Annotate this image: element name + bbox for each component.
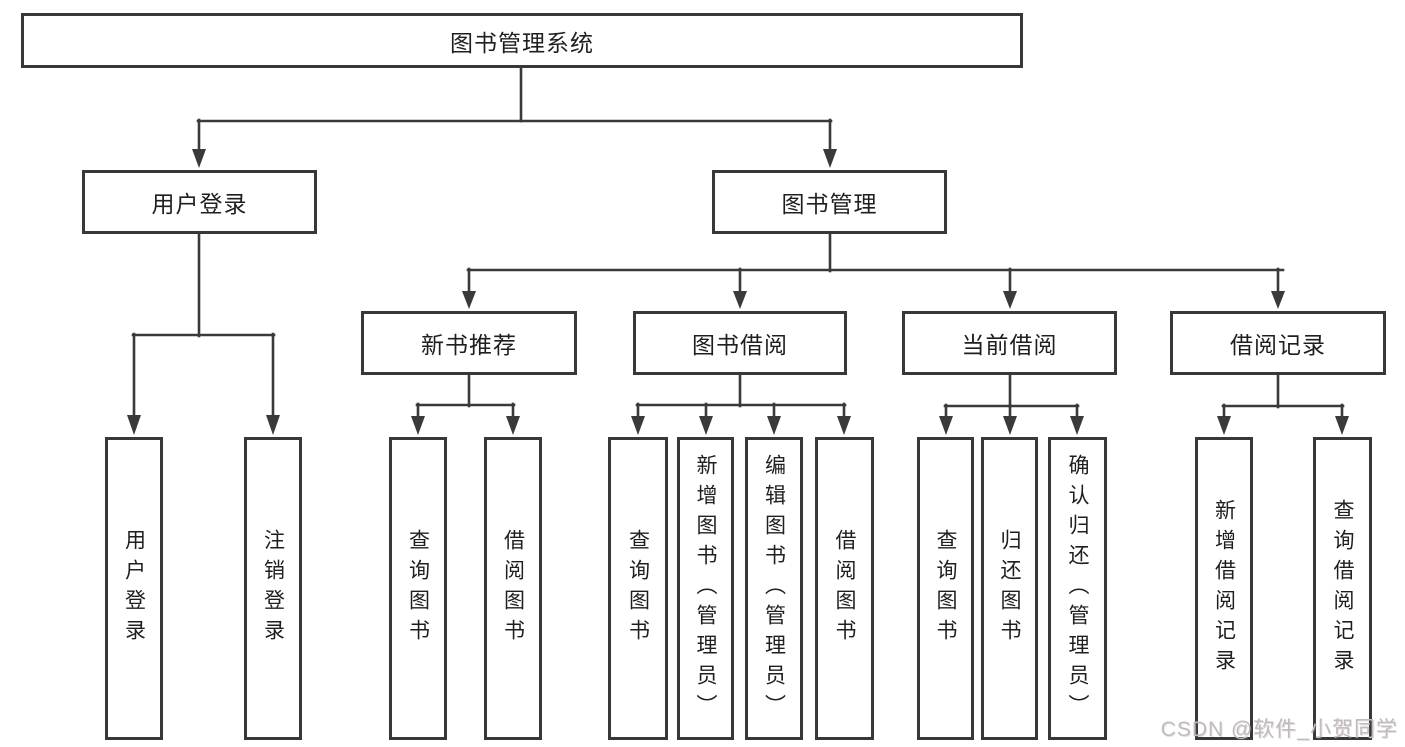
node-current-borrow: 当前借阅 <box>902 311 1117 375</box>
node-book-management: 图书管理 <box>712 170 947 234</box>
leaf-add-books-admin: 新增图书（管理员） <box>677 437 734 740</box>
csdn-watermark: CSDN @软件_小贺同学 <box>1160 718 1398 741</box>
node-label: 查询图书 <box>626 528 650 649</box>
leaf-edit-books-admin: 编辑图书（管理员） <box>745 437 803 740</box>
node-borrow-records: 借阅记录 <box>1170 311 1386 375</box>
connector-records-to-leaves <box>1217 373 1349 435</box>
node-label: 注销登录 <box>261 528 285 649</box>
node-system-root: 图书管理系统 <box>21 13 1023 68</box>
leaf-query-books-current: 查询图书 <box>917 437 974 740</box>
leaf-borrow-books: 借阅图书 <box>815 437 874 740</box>
node-label: 借阅图书 <box>833 528 856 649</box>
node-new-book-recommend: 新书推荐 <box>361 311 577 375</box>
node-label: 新书推荐 <box>421 332 517 358</box>
leaf-return-books: 归还图书 <box>981 437 1038 740</box>
node-label: 确认归还（管理员） <box>1066 453 1089 724</box>
node-label: 借阅图书 <box>501 528 525 649</box>
leaf-add-borrow-record: 新增借阅记录 <box>1195 437 1253 740</box>
leaf-query-books-borrow: 查询图书 <box>608 437 668 740</box>
node-label: 用户登录 <box>151 191 248 217</box>
leaf-borrow-books-recommend: 借阅图书 <box>484 437 542 740</box>
connector-login-to-leaves <box>127 232 280 435</box>
node-label: 归还图书 <box>998 528 1021 649</box>
node-label: 当前借阅 <box>961 332 1058 358</box>
node-label: 图书管理系统 <box>450 29 594 56</box>
node-book-borrow: 图书借阅 <box>633 311 847 375</box>
leaf-query-books-recommend: 查询图书 <box>389 437 447 740</box>
leaf-user-login: 用户登录 <box>105 437 163 740</box>
node-label: 查询借阅记录 <box>1331 498 1354 679</box>
node-label: 用户登录 <box>122 528 146 649</box>
connector-current-to-leaves <box>939 373 1084 435</box>
node-label: 借阅记录 <box>1230 332 1326 358</box>
leaf-logout: 注销登录 <box>244 437 302 740</box>
node-label: 图书借阅 <box>692 332 788 358</box>
node-label: 图书管理 <box>781 191 878 217</box>
node-label: 新增借阅记录 <box>1212 498 1236 679</box>
node-label: 查询图书 <box>406 528 430 649</box>
node-label: 编辑图书（管理员） <box>762 453 786 724</box>
connector-bookmgmt-to-level3 <box>462 232 1285 309</box>
node-label: 查询图书 <box>934 528 957 649</box>
connector-newbooks-to-leaves <box>411 373 520 435</box>
leaf-confirm-return-admin: 确认归还（管理员） <box>1048 437 1107 740</box>
connector-root-to-level2 <box>192 66 837 168</box>
node-user-login: 用户登录 <box>82 170 317 234</box>
leaf-query-borrow-record: 查询借阅记录 <box>1313 437 1372 740</box>
connector-borrow-to-leaves <box>631 373 851 435</box>
node-label: 新增图书（管理员） <box>694 453 717 724</box>
